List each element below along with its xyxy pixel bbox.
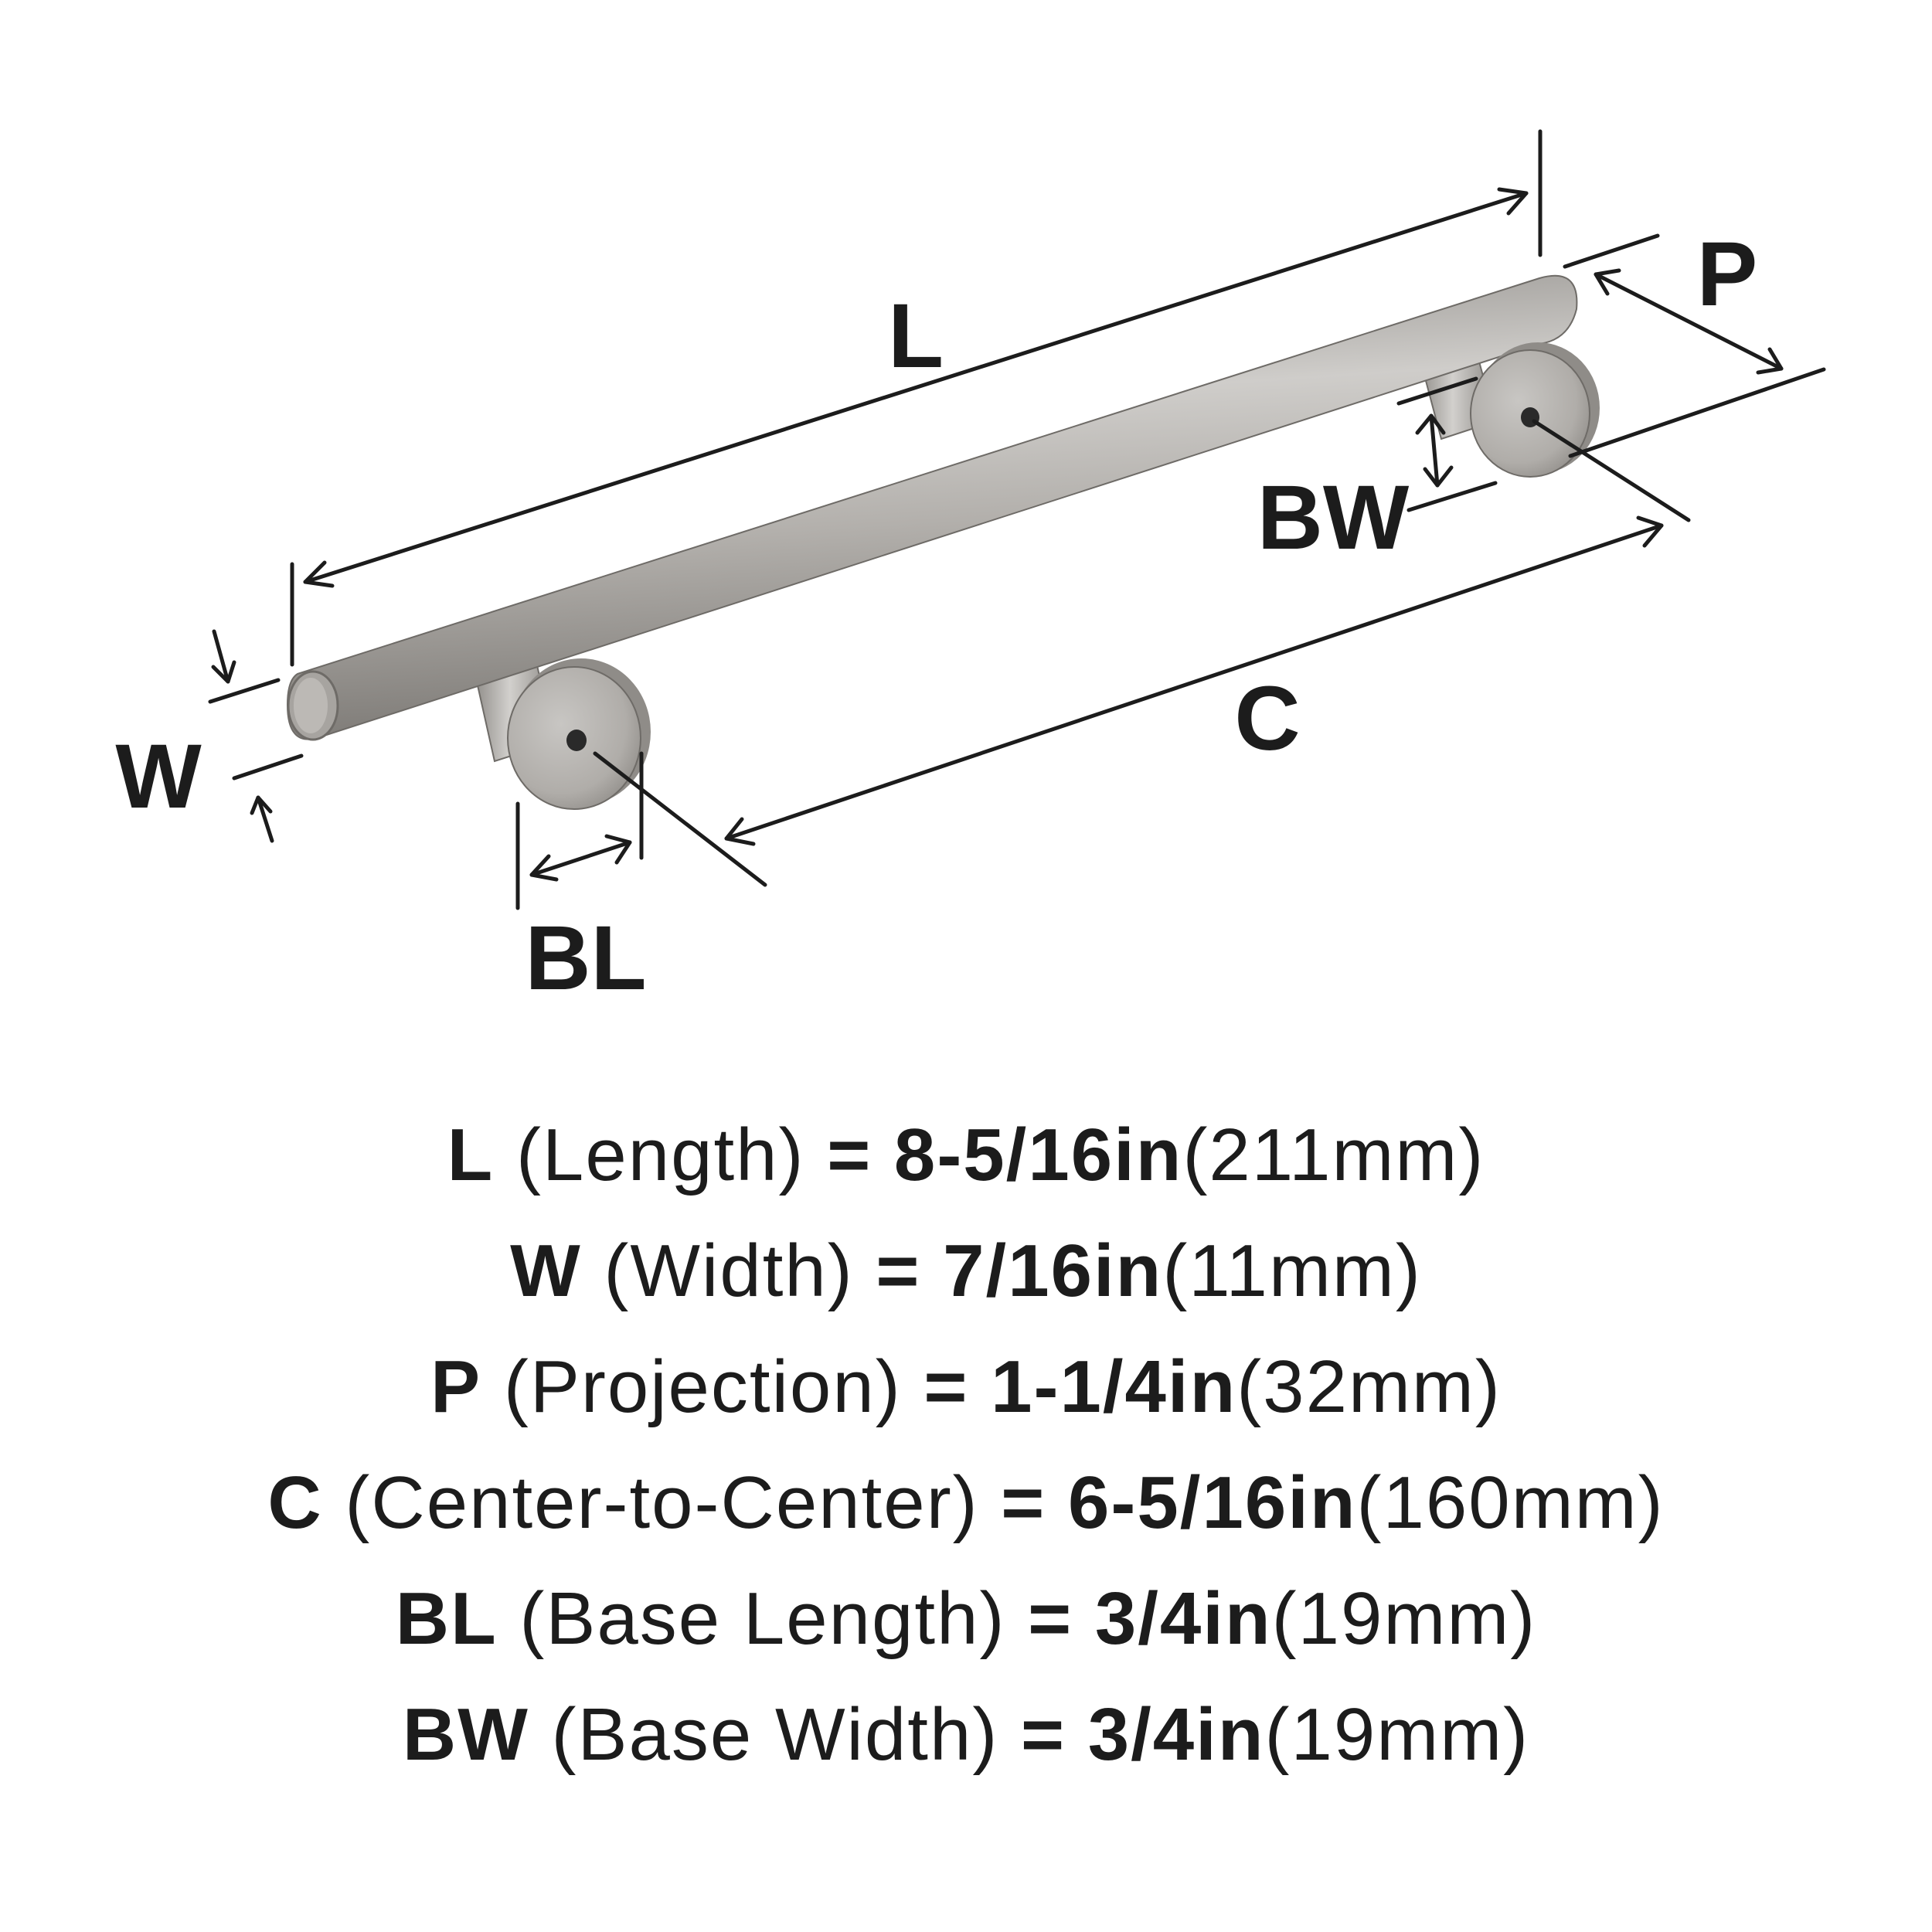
spec-list: L (Length) = 8-5/16in(211mm) W (Width) =… xyxy=(0,1097,1932,1793)
spec-inches: 6-5/16in xyxy=(1068,1461,1357,1544)
spec-inches: 1-1/4in xyxy=(991,1345,1237,1428)
spec-equals: = xyxy=(1028,1577,1073,1660)
spec-millimeters: (11mm) xyxy=(1162,1230,1422,1312)
spec-row-base-length: BL (Base Length) = 3/4in(19mm) xyxy=(0,1561,1932,1677)
spec-name: (Center-to-Center) xyxy=(345,1461,979,1544)
spec-equals: = xyxy=(923,1345,969,1428)
label-L: L xyxy=(888,285,944,387)
spec-name: (Base Width) xyxy=(551,1693,999,1776)
spec-code: W xyxy=(510,1230,582,1312)
spec-row-projection: P (Projection) = 1-1/4in(32mm) xyxy=(0,1329,1932,1445)
length-dimension: L xyxy=(290,129,1543,667)
label-W: W xyxy=(115,726,202,828)
spec-name: (Width) xyxy=(604,1230,854,1312)
spec-equals: = xyxy=(827,1114,872,1196)
spec-name: (Length) xyxy=(515,1114,805,1196)
width-dimension: W xyxy=(115,629,304,843)
spec-millimeters: (19mm) xyxy=(1264,1693,1530,1776)
spec-code: L xyxy=(447,1114,495,1196)
spec-code: C xyxy=(267,1461,323,1544)
spec-row-width: W (Width) = 7/16in(11mm) xyxy=(0,1213,1932,1329)
spec-inches: 8-5/16in xyxy=(893,1114,1183,1196)
projection-dimension: P xyxy=(1563,223,1826,458)
spec-code: P xyxy=(430,1345,482,1428)
spec-row-center-to-center: C (Center-to-Center) = 6-5/16in(160mm) xyxy=(0,1445,1932,1561)
spec-equals: = xyxy=(876,1230,921,1312)
right-base xyxy=(1470,342,1600,478)
spec-code: BL xyxy=(395,1577,498,1660)
dimension-diagram: L W BL C P xyxy=(115,129,1826,1005)
spec-inches: 7/16in xyxy=(943,1230,1163,1312)
spec-name: (Projection) xyxy=(503,1345,902,1428)
label-P: P xyxy=(1697,223,1758,325)
spec-code: BW xyxy=(402,1693,529,1776)
spec-millimeters: (19mm) xyxy=(1271,1577,1537,1660)
spec-inches: 3/4in xyxy=(1094,1577,1272,1660)
label-C: C xyxy=(1234,668,1300,770)
spec-row-base-width: BW (Base Width) = 3/4in(19mm) xyxy=(0,1677,1932,1793)
spec-name: (Base Length) xyxy=(519,1577,1006,1660)
spec-millimeters: (160mm) xyxy=(1356,1461,1665,1544)
spec-row-length: L (Length) = 8-5/16in(211mm) xyxy=(0,1097,1932,1213)
base-width-dimension: BW xyxy=(1257,376,1498,569)
label-BW: BW xyxy=(1257,467,1410,569)
spec-millimeters: (211mm) xyxy=(1182,1114,1485,1196)
spec-equals: = xyxy=(1001,1461,1046,1544)
pull-handle-image xyxy=(286,274,1600,810)
base-length-dimension: BL xyxy=(515,751,767,1005)
spec-millimeters: (32mm) xyxy=(1236,1345,1502,1428)
spec-equals: = xyxy=(1020,1693,1066,1776)
center-to-center-dimension: C xyxy=(724,419,1691,846)
spec-inches: 3/4in xyxy=(1087,1693,1265,1776)
label-BL: BL xyxy=(525,907,646,1005)
